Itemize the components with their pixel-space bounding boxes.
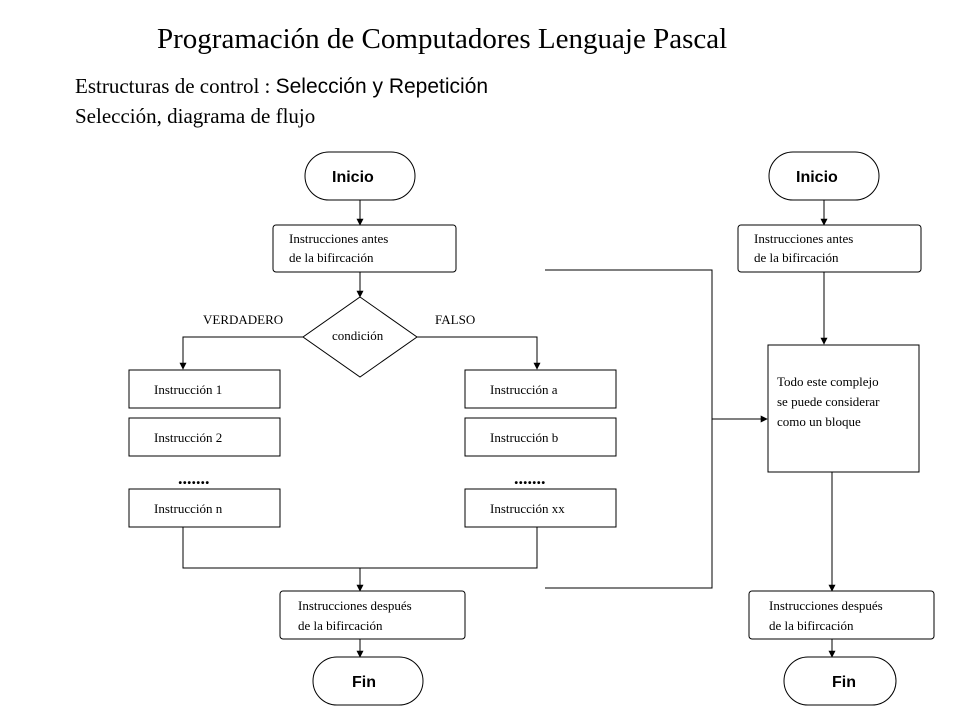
left-after-line1: Instrucciones después xyxy=(298,598,412,613)
left-flowchart: Inicio Instrucciones antes de la bifirca… xyxy=(128,151,617,706)
right-end-label: Fin xyxy=(832,674,856,691)
false-instruction-xx-label: Instrucción xx xyxy=(490,501,565,516)
left-end-terminal xyxy=(312,656,424,706)
true-ellipsis: ....... xyxy=(178,468,210,488)
left-start-label: Inicio xyxy=(332,169,374,186)
right-after-line1: Instrucciones después xyxy=(769,598,883,613)
subtitle-topic: Selección y Repetición xyxy=(275,75,489,98)
true-instruction-1-label: Instrucción 1 xyxy=(154,382,222,397)
true-instruction-n-label: Instrucción n xyxy=(154,501,223,516)
false-instruction-xx-box xyxy=(464,488,617,528)
true-instruction-2-box xyxy=(128,417,281,457)
section-subtitle: Estructuras de control : Selección y Rep… xyxy=(75,74,488,99)
diagram-subtitle: Selección, diagrama de flujo xyxy=(75,104,316,128)
right-before-line1: Instrucciones antes xyxy=(754,231,853,246)
condition-label: condición xyxy=(332,328,384,343)
left-after-line2: de la bifircación xyxy=(298,618,383,633)
false-ellipsis: ....... xyxy=(514,468,546,488)
block-line3: como un bloque xyxy=(777,414,861,429)
false-label: FALSO xyxy=(435,312,475,327)
left-before-box xyxy=(272,224,457,273)
true-branch-arrow xyxy=(179,336,303,370)
left-after-box xyxy=(279,590,466,640)
false-instruction-b-box xyxy=(464,417,617,457)
right-after-box xyxy=(748,590,935,640)
left-before-line1: Instrucciones antes xyxy=(289,231,388,246)
right-after-line2: de la bifircación xyxy=(769,618,854,633)
false-instruction-a-label: Instrucción a xyxy=(490,382,558,397)
right-before-line2: de la bifircación xyxy=(754,250,839,265)
page-title: Programación de Computadores Lenguaje Pa… xyxy=(157,23,728,55)
right-start-label: Inicio xyxy=(796,169,838,186)
block-line2: se puede considerar xyxy=(777,394,880,409)
true-label: VERDADERO xyxy=(203,312,283,327)
merge-line xyxy=(182,527,538,569)
true-instruction-2-label: Instrucción 2 xyxy=(154,430,222,445)
right-before-box xyxy=(737,224,922,273)
true-instruction-1-box xyxy=(128,369,281,409)
condition-diamond xyxy=(302,296,418,378)
true-instruction-n-box xyxy=(128,488,281,528)
block-line1: Todo este complejo xyxy=(777,374,879,389)
right-end-terminal xyxy=(783,656,897,706)
false-instruction-b-label: Instrucción b xyxy=(490,430,558,445)
subtitle-prefix: Estructuras de control : xyxy=(75,74,276,98)
left-before-line2: de la bifircación xyxy=(289,250,374,265)
left-end-label: Fin xyxy=(352,674,376,691)
right-flowchart: Inicio Instrucciones antes de la bifirca… xyxy=(737,151,935,706)
grouping-bracket xyxy=(545,269,713,589)
false-instruction-a-box xyxy=(464,369,617,409)
false-branch-arrow xyxy=(417,336,541,370)
complex-block-box xyxy=(767,344,920,473)
